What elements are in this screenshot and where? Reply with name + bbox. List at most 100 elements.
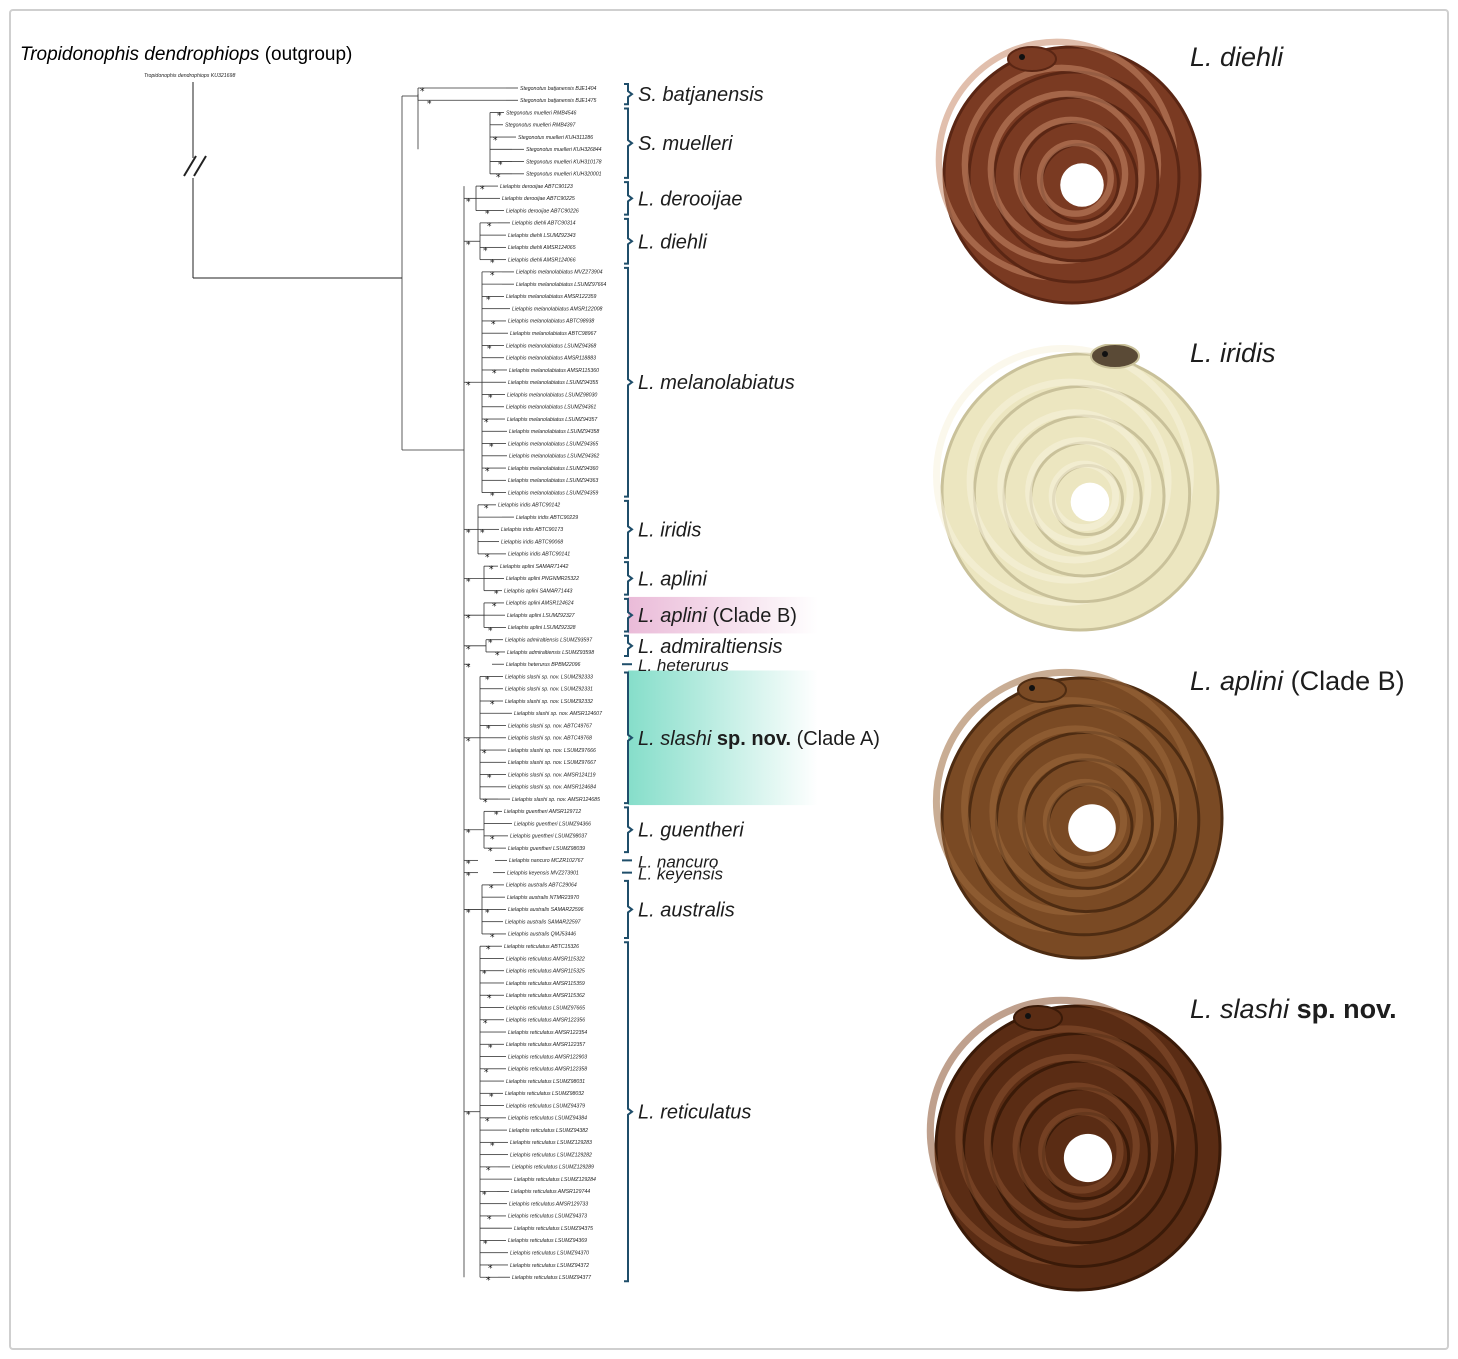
support-star: *: [466, 1111, 471, 1121]
snake-sheen: [1048, 460, 1120, 532]
clade-label: L. australis: [638, 899, 735, 921]
support-star: *: [489, 884, 494, 894]
support-star: *: [483, 798, 488, 808]
support-star: *: [487, 774, 492, 784]
tip-label: Lielaphis aplini SAMAR71443: [504, 588, 572, 594]
snake-eye: [1025, 1013, 1031, 1019]
tip-label: Lielaphis melanolabiatus AMSR118883: [506, 356, 596, 362]
support-star: *: [466, 908, 471, 918]
photo-label: L. diehli: [1190, 42, 1284, 72]
clade-label: S. muelleri: [638, 133, 733, 155]
tip-label: Lielaphis australis NTMR23970: [507, 895, 579, 901]
tip-label: Lielaphis admiraltiensis LSUMZ93598: [507, 650, 594, 656]
support-star: *: [466, 859, 471, 869]
tip-label: Lielaphis melanolabiatus ABTC98938: [508, 319, 594, 325]
support-star: *: [486, 725, 491, 735]
tip-label: Lielaphis melanolabiatus LSUMZ94355: [508, 380, 598, 386]
tip-label: Lielaphis reticulatus AMSR122903: [508, 1054, 587, 1060]
tip-labels: Stegonotus batjanensis BJE1404Stegonotus…: [498, 86, 606, 1281]
clade-highlights: [628, 596, 818, 806]
tip-label: Lielaphis reticulatus LSUMZ98032: [505, 1091, 584, 1097]
clade-label: L. iridis: [638, 519, 701, 541]
tip-label: Lielaphis guentheri LSUMZ98037: [510, 834, 588, 840]
tip-label: Lielaphis reticulatus LSUMZ129282: [510, 1152, 592, 1158]
support-star: *: [487, 222, 492, 232]
support-star: *: [466, 528, 471, 538]
clade-label: L. melanolabiatus: [638, 372, 795, 394]
support-star: *: [488, 626, 493, 636]
tip-label: Lielaphis aplini SAMAR71442: [500, 564, 568, 570]
tip-label: Lielaphis melanolabiatus LSUMZ97664: [516, 282, 606, 288]
support-star: *: [480, 185, 485, 195]
tip-label: Lielaphis reticulatus AMSR122356: [506, 1018, 585, 1024]
tip-label: Lielaphis reticulatus AMSR122357: [506, 1042, 586, 1048]
coil-center: [1070, 482, 1110, 522]
support-star: *: [427, 99, 432, 109]
tip-label: Lielaphis reticulatus LSUMZ94372: [510, 1263, 589, 1269]
tip-label: Lielaphis guentheri LSUMZ94366: [514, 821, 591, 827]
clade-label: L. aplini: [638, 568, 707, 590]
tip-label: Lielaphis iridis ABTC90173: [501, 527, 563, 533]
support-star: *: [482, 970, 487, 980]
clade-bracket: [624, 671, 634, 805]
support-star: *: [420, 87, 425, 97]
tip-label: Lielaphis slashi sp. nov. LSUMZ92332: [505, 699, 593, 705]
tip-label: Lielaphis aplini PNGNMR25322: [506, 576, 579, 582]
tip-label: Lielaphis reticulatus LSUMZ98031: [506, 1079, 585, 1085]
coil-center: [1060, 163, 1104, 207]
tip-label: Lielaphis aplini AMSR124624: [506, 601, 574, 607]
snake-sheen: [966, 378, 1172, 584]
tip-label: Lielaphis guentheri AMSR129712: [504, 809, 581, 815]
snake-sheen: [955, 1025, 1177, 1247]
clade-bracket: [624, 181, 634, 216]
snake-sheen: [983, 1053, 1159, 1229]
clade-label: L. diehli: [638, 231, 707, 253]
tip-label: Stegonotus muelleri KUH310178: [526, 159, 602, 165]
snake-sheen: [1017, 753, 1144, 880]
snake-head: [1007, 46, 1057, 72]
tip-label: Lielaphis melanolabiatus AMSR122008: [512, 306, 602, 312]
support-star: *: [466, 829, 471, 839]
tip-label: Lielaphis reticulatus LSUMZ129289: [512, 1165, 594, 1171]
snake-sheen: [1036, 139, 1114, 217]
support-markers: ****************************************…: [420, 87, 503, 1286]
tip-label: Lielaphis aplini LSUMZ92327: [507, 613, 576, 619]
phylogenetic-tree: Tropidonophis dendrophiops (outgroup) Tr…: [20, 44, 880, 1286]
support-star: *: [482, 749, 487, 759]
tip-label: Lielaphis heterurus BPBM22096: [506, 662, 581, 668]
support-star: *: [489, 443, 494, 453]
tip-label: Lielaphis slashi sp. nov. LSUMZ92333: [505, 674, 593, 680]
tip-label: Lielaphis melanolabiatus MVZ273904: [516, 270, 603, 276]
tip-label: Lielaphis australis SAMAR22597: [505, 919, 582, 925]
support-star: *: [497, 112, 502, 122]
clade-bracket: [624, 107, 634, 179]
support-star: *: [488, 639, 493, 649]
coil-center: [1068, 804, 1116, 852]
support-star: *: [483, 246, 488, 256]
support-star: *: [466, 645, 471, 655]
tip-label: Lielaphis diehli LSUMZ92343: [508, 233, 576, 239]
tip-label: Stegonotus muelleri RMB4397: [505, 123, 576, 129]
support-star: *: [485, 553, 490, 563]
tip-label: Lielaphis reticulatus AMSR115362: [506, 993, 585, 999]
tip-label: Lielaphis slashi sp. nov. LSUMZ92331: [505, 687, 593, 693]
support-star: *: [489, 1092, 494, 1102]
tip-label: Lielaphis slashi sp. nov. AMSR124685: [512, 797, 600, 803]
tip-label: Lielaphis reticulatus AMSR129733: [509, 1201, 588, 1207]
snake-eye: [1019, 54, 1025, 60]
tip-label: Lielaphis australis ABTC29064: [506, 883, 577, 889]
snake-sheen: [1012, 1082, 1140, 1210]
tip-label: Lielaphis melanolabiatus LSUMZ94365: [508, 441, 598, 447]
support-star: *: [491, 320, 496, 330]
tip-label: Lielaphis melanolabiatus LSUMZ94360: [508, 466, 598, 472]
support-star: *: [492, 369, 497, 379]
support-star: *: [496, 173, 501, 183]
support-star: *: [486, 1166, 491, 1176]
support-star: *: [485, 1117, 490, 1127]
tip-label: Lielaphis iridis ABTC90141: [508, 552, 570, 558]
clade-label: L. slashi sp. nov. (Clade A): [638, 728, 880, 750]
support-star: *: [483, 1239, 488, 1249]
support-star: *: [490, 835, 495, 845]
support-star: *: [490, 271, 495, 281]
